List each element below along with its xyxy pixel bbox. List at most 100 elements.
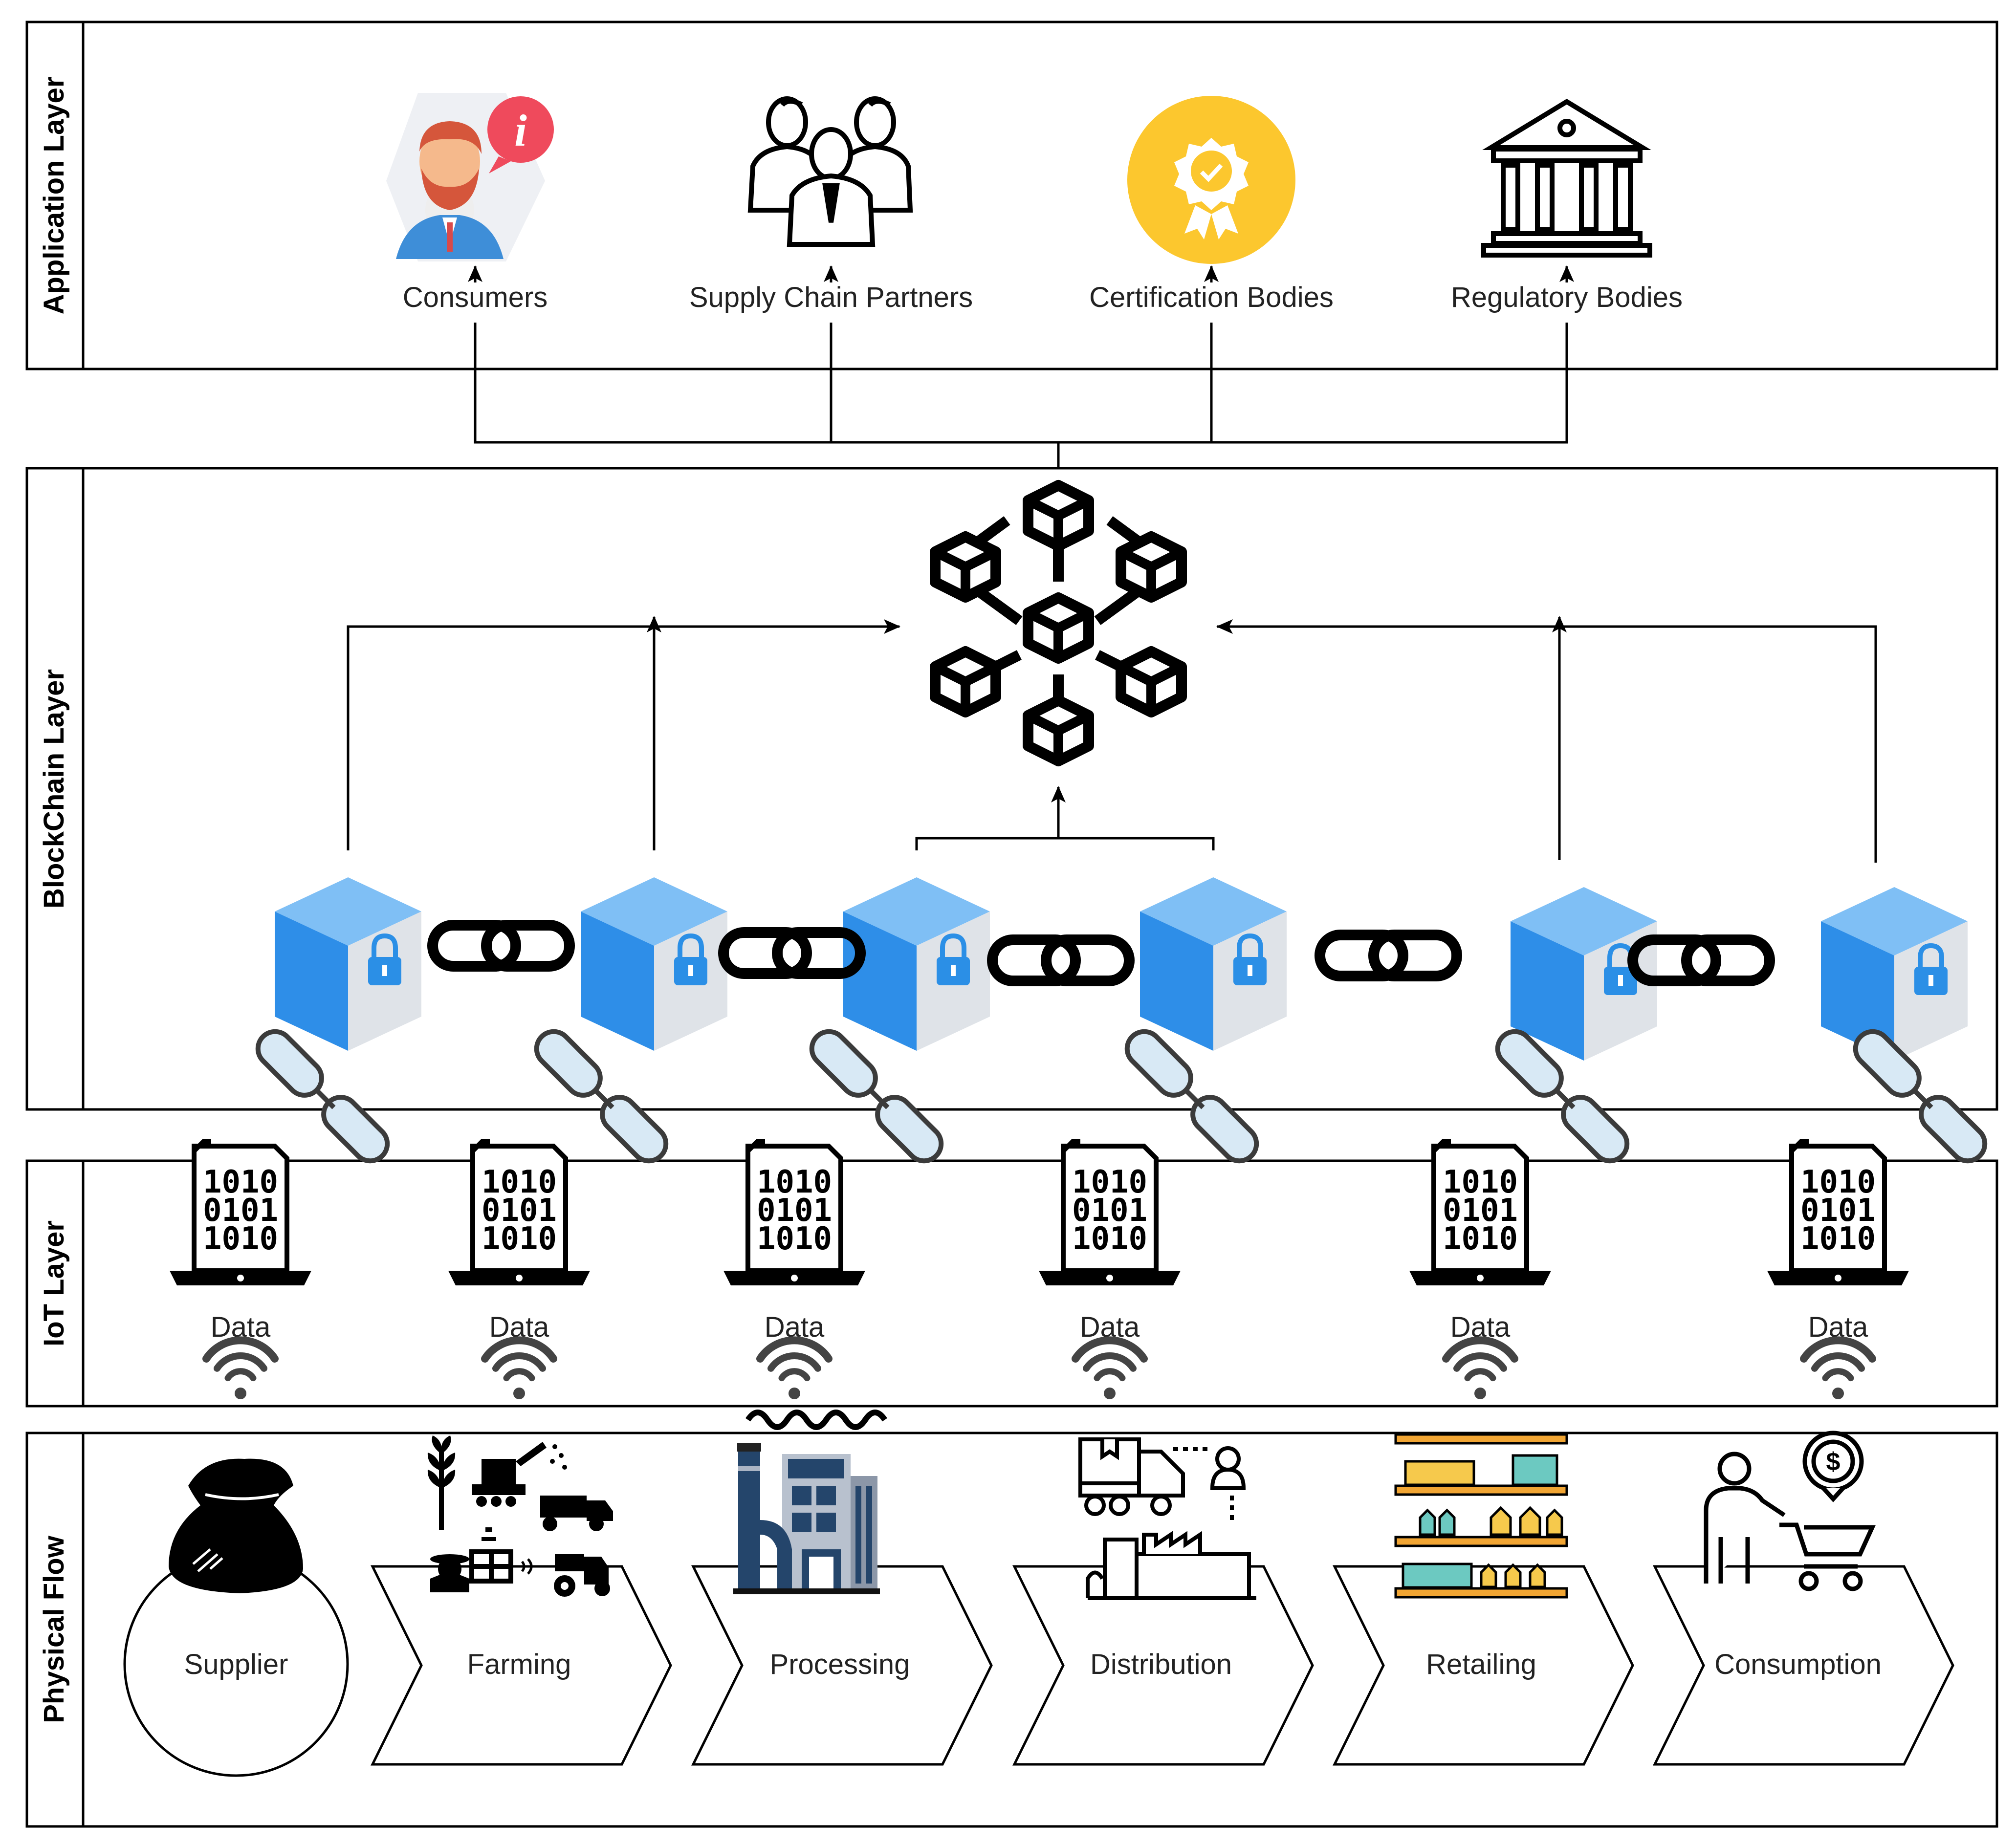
flow-label-consumption: Consumption: [1714, 1649, 1882, 1680]
binary-line: 1010: [757, 1164, 832, 1200]
binary-line: 1010: [757, 1221, 832, 1257]
network-cubes: [930, 480, 1187, 766]
paperclip-link-icon: [1495, 1029, 1630, 1164]
binary-line: 1010: [1072, 1221, 1147, 1257]
binary-line: 0101: [1072, 1193, 1147, 1229]
physical-layer-title: Physical Flow: [38, 1535, 70, 1723]
farming-icon: [427, 1435, 613, 1597]
chain-link-icon: [427, 920, 575, 972]
network-cube: [1023, 592, 1094, 664]
flow-label-supplier: Supplier: [184, 1649, 288, 1680]
binary-line: 1010: [1800, 1164, 1876, 1200]
network-cube: [1116, 646, 1187, 717]
stakeholder-connectors: [468, 265, 1574, 468]
paperclip-links: [255, 1029, 1988, 1164]
locked-block-icon: [581, 877, 727, 1051]
flow-chevrons: [370, 1565, 1954, 1766]
certification-badge-icon: [1127, 96, 1295, 264]
flow-label-retailing: Retailing: [1426, 1649, 1536, 1680]
consumer-info-icon: i: [386, 93, 554, 261]
government-building-icon: [1481, 99, 1652, 258]
binary-line: 0101: [482, 1193, 557, 1229]
distribution-truck-icon: [1078, 1437, 1256, 1600]
flow-labels: Supplier Farming Processing Distribution…: [184, 1649, 1882, 1680]
locked-block-icon: [1140, 877, 1287, 1051]
paperclip-link-icon: [1853, 1029, 1988, 1164]
chain-link-icon: [1315, 930, 1462, 981]
svg-text:$: $: [1826, 1448, 1841, 1476]
binary-line: 1010: [203, 1221, 278, 1257]
binary-line: 0101: [1443, 1193, 1518, 1229]
iot-row: 101001011010Data101001011010Data10100101…: [170, 1139, 1909, 1399]
locked-block-icon: [275, 877, 421, 1051]
chain-link-icon: [718, 927, 866, 979]
iot-layer-title: IoT Layer: [38, 1220, 70, 1346]
chain-link-icon: [1627, 934, 1775, 986]
stakeholder-label-regulatory: Regulatory Bodies: [1451, 282, 1683, 313]
lock-icon: [1233, 933, 1267, 985]
network-cube: [930, 531, 1001, 603]
network-cube: [1023, 695, 1094, 766]
factory-icon: [733, 1410, 887, 1594]
iot-layer-frame: IoT Layer: [25, 1159, 1998, 1408]
binary-line: 1010: [1443, 1164, 1518, 1200]
wifi-signal-icon: [1800, 1336, 1876, 1399]
paperclip-link-icon: [809, 1029, 944, 1164]
flow-label-distribution: Distribution: [1090, 1649, 1232, 1680]
binary-line: 1010: [203, 1164, 278, 1200]
network-cube: [1116, 531, 1187, 603]
binary-line: 1010: [1800, 1221, 1876, 1257]
flow-chevron: [1652, 1565, 1954, 1766]
flow-chevron: [691, 1565, 993, 1766]
binary-line: 0101: [203, 1193, 278, 1229]
stakeholder-label-consumers: Consumers: [403, 282, 548, 313]
binary-line: 1010: [482, 1221, 557, 1257]
svg-text:i: i: [514, 106, 527, 155]
network-cube: [1023, 480, 1094, 551]
lock-icon: [1914, 943, 1948, 995]
paperclip-link-icon: [255, 1029, 390, 1164]
locked-block-icon: [1821, 887, 1968, 1061]
wifi-signal-icon: [481, 1336, 557, 1399]
store-shelves-icon: [1394, 1433, 1568, 1599]
stakeholder-label-partners: Supply Chain Partners: [689, 282, 973, 313]
flow-chevron: [1012, 1565, 1314, 1766]
chain-link-icon: [987, 934, 1135, 986]
seed-sack-icon: [169, 1458, 303, 1593]
flow-chevron: [1332, 1565, 1634, 1766]
binary-line: 1010: [1443, 1221, 1518, 1257]
partners-group-icon: [747, 96, 913, 247]
application-layer-frame: Application Layer: [25, 21, 1998, 370]
flow-chevron: [370, 1565, 672, 1766]
locked-block-icon: [1511, 887, 1657, 1061]
lock-icon: [674, 933, 707, 985]
block-to-network-arrows: [347, 616, 1877, 863]
blockchain-layer-title: BlockChain Layer: [38, 669, 70, 909]
stakeholder-label-certification: Certification Bodies: [1089, 282, 1334, 313]
shopper-cart-icon: $: [1704, 1431, 1876, 1591]
flow-label-processing: Processing: [770, 1649, 910, 1680]
binary-line: 1010: [1072, 1164, 1147, 1200]
lock-icon: [937, 933, 970, 985]
application-layer-title: Application Layer: [38, 77, 70, 315]
wifi-signal-icon: [202, 1336, 279, 1399]
wifi-signal-icon: [1442, 1336, 1518, 1399]
network-cube: [930, 646, 1001, 717]
paperclip-link-icon: [534, 1029, 669, 1164]
wifi-signal-icon: [1072, 1336, 1148, 1399]
wifi-signal-icon: [756, 1336, 833, 1399]
lock-icon: [368, 933, 401, 985]
binary-line: 0101: [1800, 1193, 1876, 1229]
block-row: [275, 877, 1968, 1061]
paperclip-link-icon: [1124, 1029, 1259, 1164]
flow-label-farming: Farming: [467, 1649, 571, 1680]
binary-line: 0101: [757, 1193, 832, 1229]
locked-block-icon: [843, 877, 990, 1051]
